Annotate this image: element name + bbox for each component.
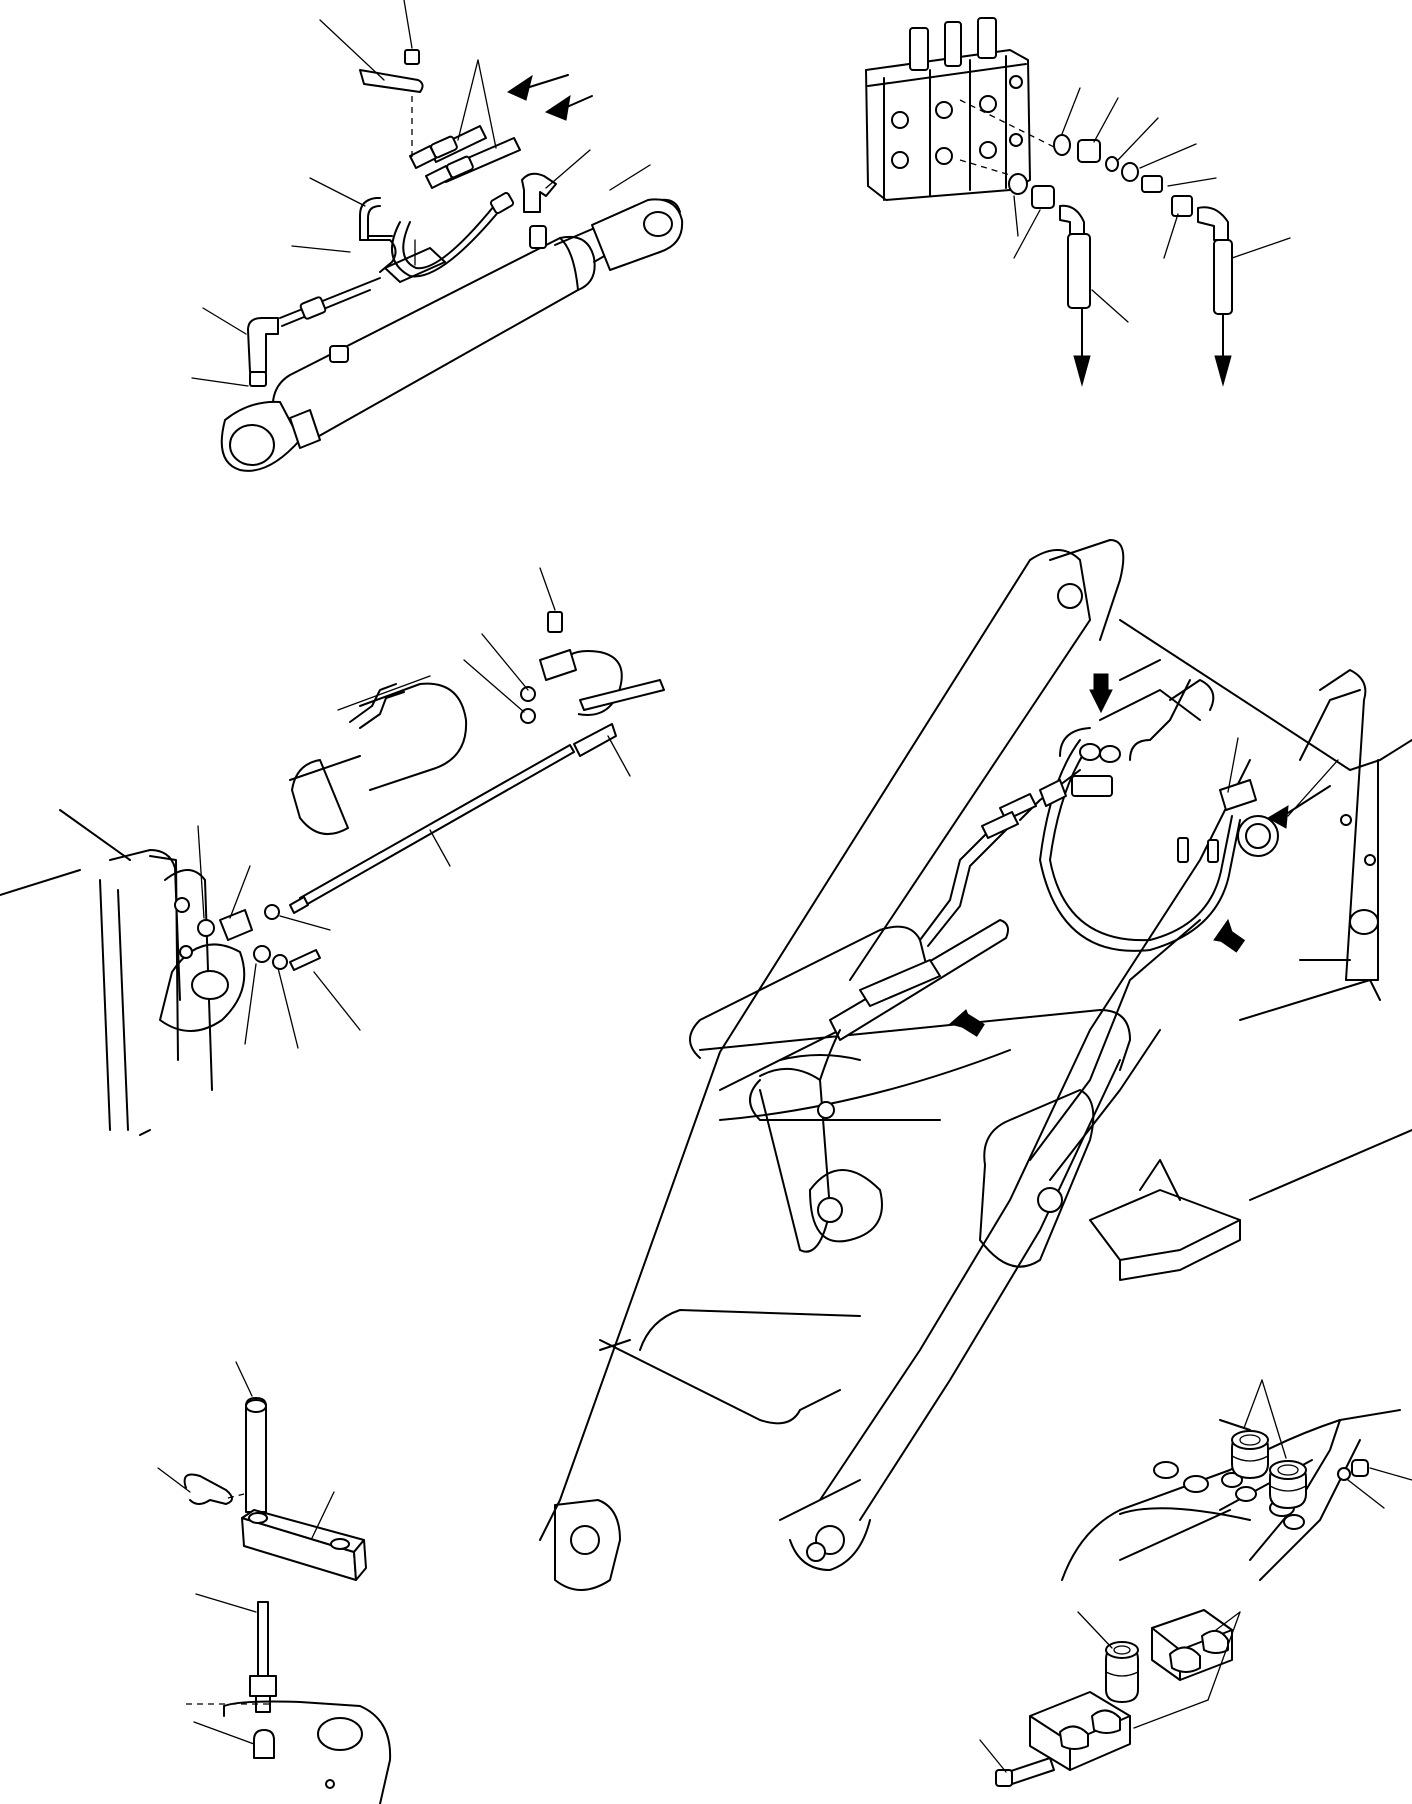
- rod-eye-hole: [229, 424, 275, 466]
- grommet-icon: [1105, 1641, 1139, 1703]
- grommet-icon: [1231, 1430, 1269, 1479]
- flow-arrow-icon: [544, 94, 571, 121]
- port-fitting: [529, 225, 547, 249]
- sensor-rod-assembly: [0, 567, 665, 1136]
- stopper-bracket: [157, 1361, 392, 1804]
- elbow-fitting-icon: [521, 172, 557, 213]
- cylinder-rear-eye: [591, 198, 684, 271]
- grommet-clamp: [979, 1379, 1412, 1787]
- cylinder-assembly: [191, 0, 684, 472]
- nut-icon: [404, 49, 420, 65]
- pointer-arrow-icon: [1267, 805, 1289, 829]
- mounting-bracket: [359, 69, 424, 93]
- r-clip-icon: [183, 1473, 233, 1505]
- grommet-icon: [1269, 1460, 1307, 1509]
- sensor-rod: [299, 744, 575, 907]
- port-fitting: [329, 345, 349, 363]
- pointer-arrow-icon: [1089, 689, 1113, 714]
- elbow-fitting-icon: [247, 317, 279, 373]
- flow-arrow-icon: [1214, 355, 1232, 387]
- control-valve-block: [865, 17, 1291, 387]
- nut-icon: [1351, 1459, 1369, 1477]
- bolt-icon: [1007, 1757, 1055, 1785]
- loader-arm-frame: [539, 539, 1412, 1591]
- bolt-icon: [547, 611, 563, 633]
- flow-arrow-icon: [1073, 355, 1091, 387]
